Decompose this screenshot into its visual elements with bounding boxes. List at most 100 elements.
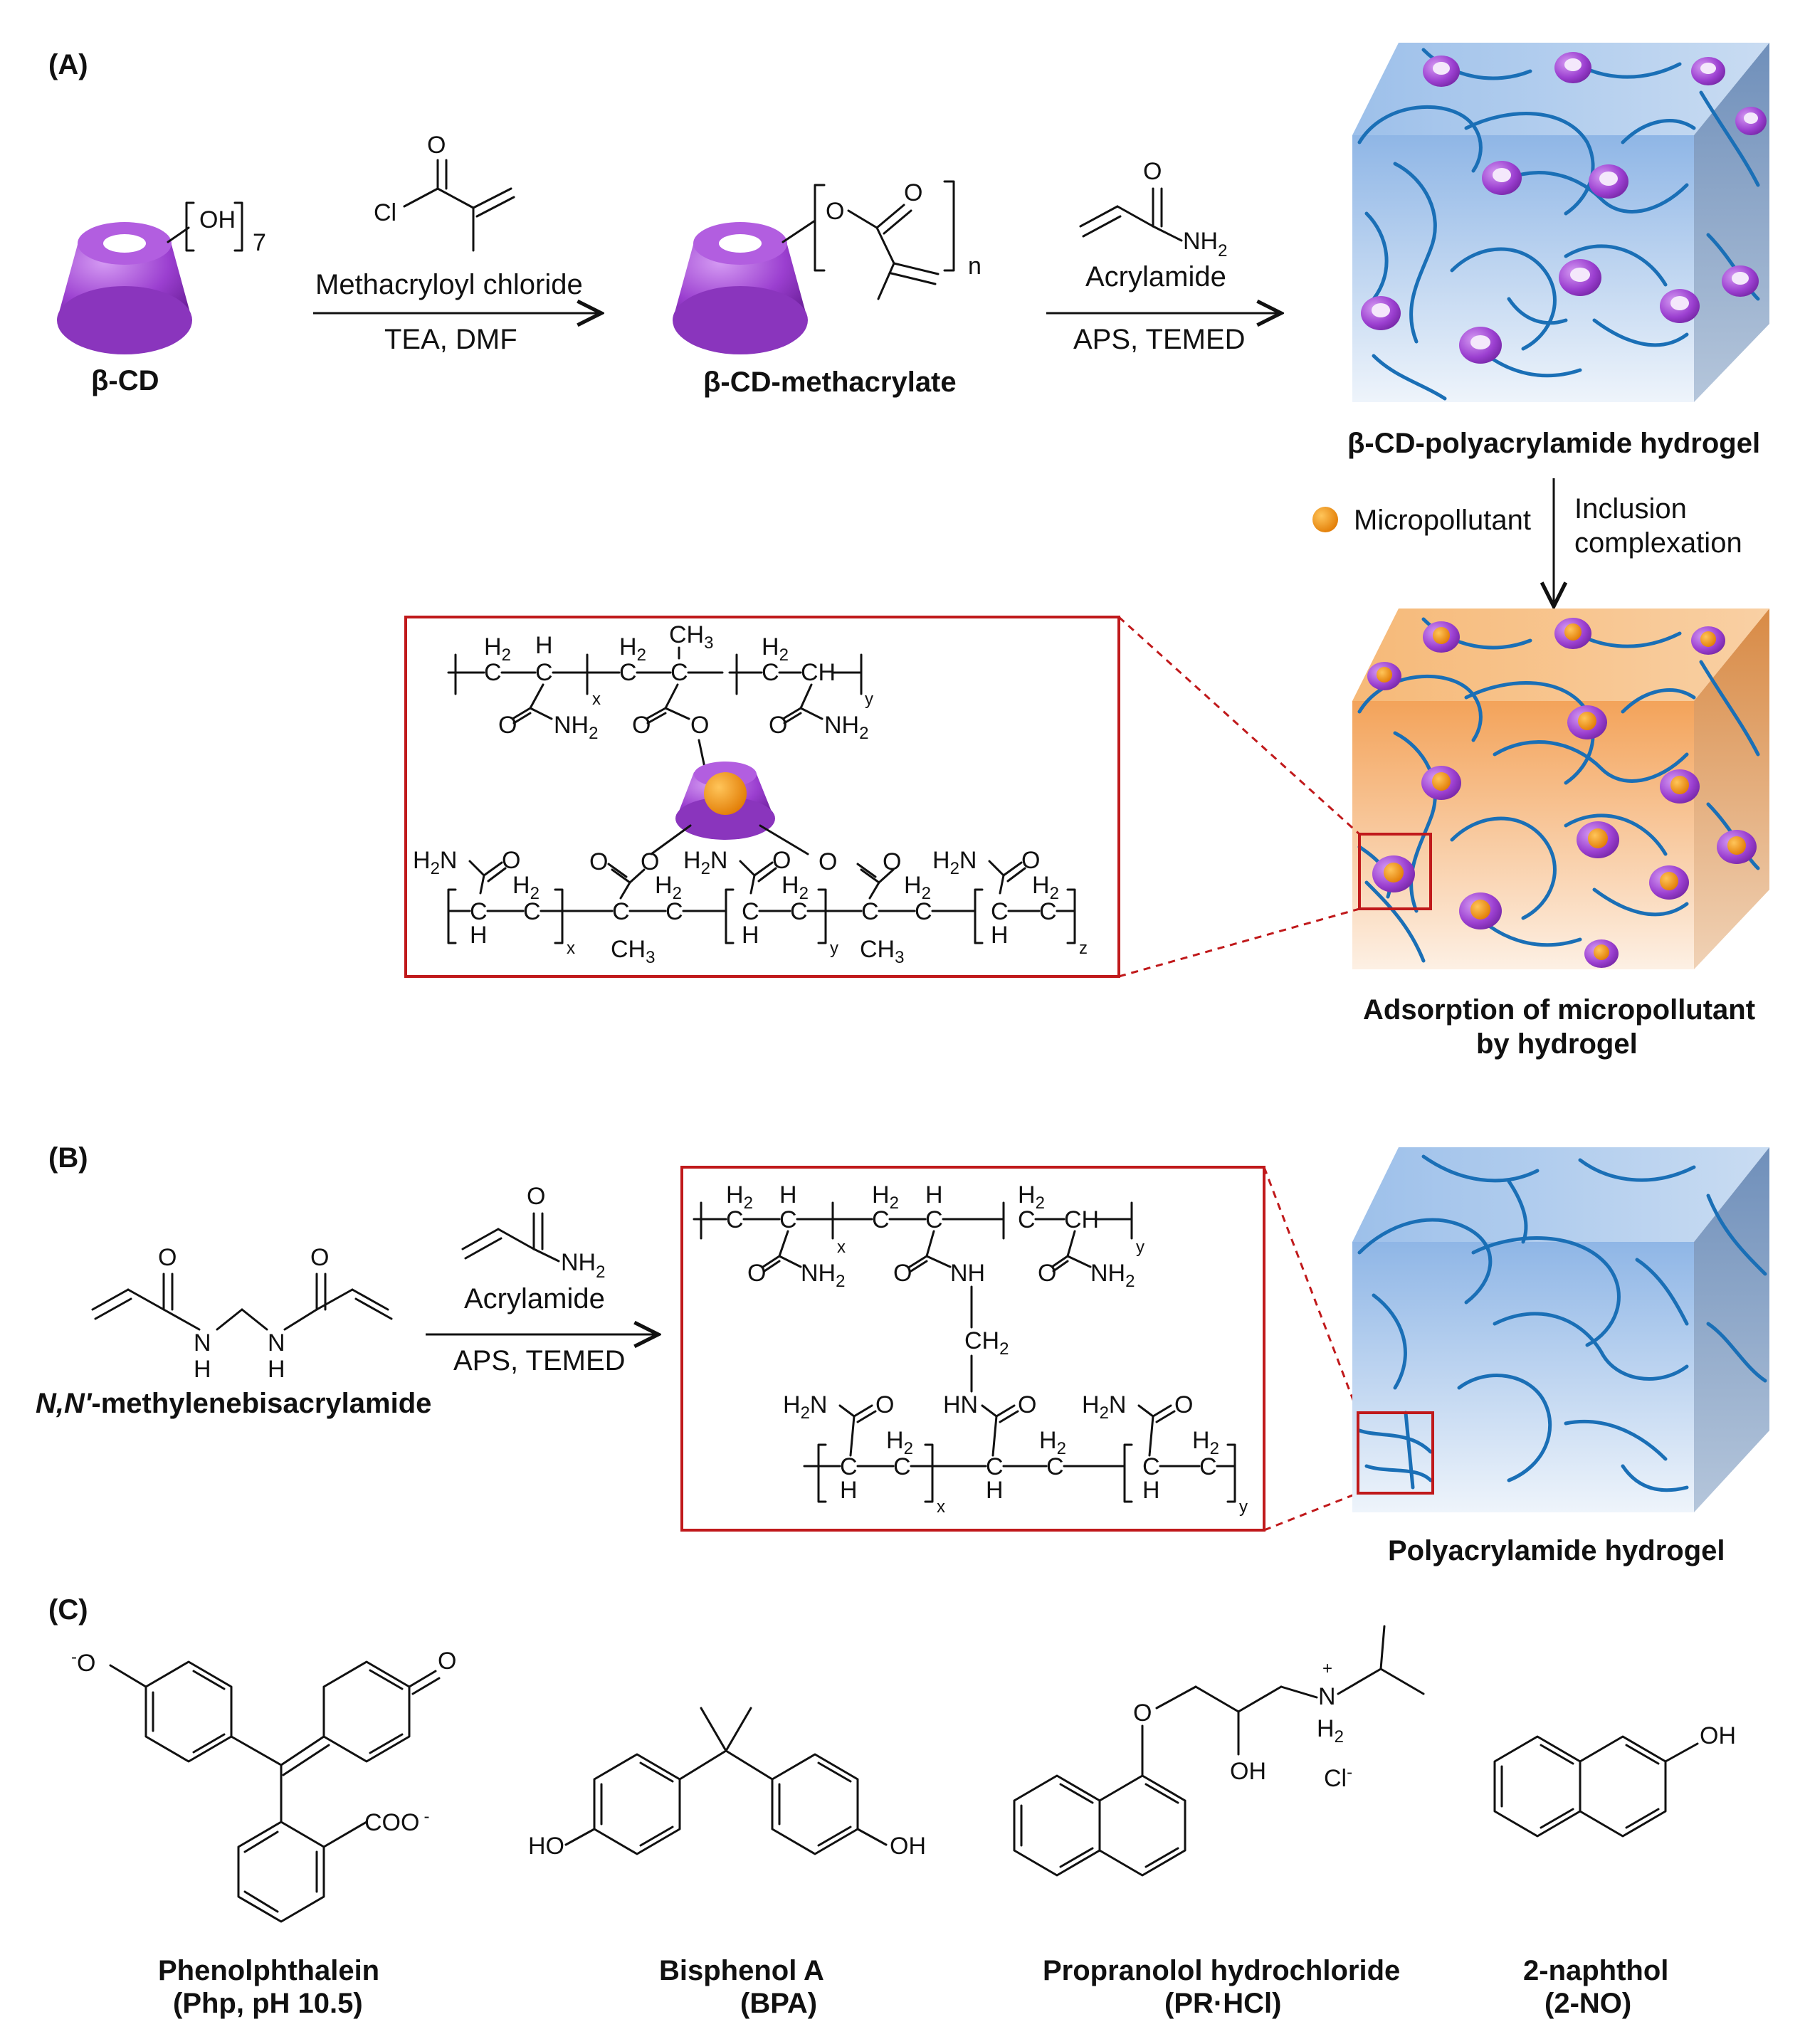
svg-text:C: C [872,1206,890,1233]
bcd-oh: OH [199,206,236,233]
pam-hydrogel-chains [1357,1154,1767,1492]
svg-text:CH: CH [1064,1206,1099,1233]
svg-text:C: C [1199,1453,1217,1480]
acrylamide-structure-b: O NH2 [461,1183,605,1282]
svg-text:Cl-: Cl- [1324,1763,1352,1792]
svg-text:C: C [742,898,759,925]
inset-a-top-chain: C H2 C H x O NH2 C H2 C CH3 O [447,621,873,769]
svg-text:CH: CH [801,659,836,686]
inclusion-line2: complexation [1574,527,1742,559]
svg-text:NH2: NH2 [561,1249,605,1282]
svg-text:C: C [1142,1453,1160,1480]
inset-b-bottom-chain: H2N O C H H2 C x C H H2 C H2N [783,1391,1248,1517]
svg-text:H2N: H2N [1082,1391,1126,1423]
naphthol-structure: OH [1493,1722,1736,1838]
product1-name: β-CD-methacrylate [703,367,957,398]
step-b-conditions: APS, TEMED [453,1345,626,1376]
bpa-structure: HO OH [528,1707,926,1860]
svg-text:H2: H2 [904,872,931,903]
svg-text:OH: OH [890,1833,926,1860]
svg-text:C: C [925,1206,943,1233]
svg-text:C: C [484,659,502,686]
svg-text:H2N: H2N [783,1391,827,1423]
svg-text:-O: -O [71,1648,95,1677]
svg-text:O: O [632,712,651,739]
svg-text:H: H [742,922,759,949]
svg-text:C: C [1018,1206,1036,1233]
zoom-line-b-bottom [1263,1492,1359,1532]
svg-text:H2N: H2N [413,847,457,878]
methacrylate-structure: O O n [782,179,982,300]
svg-text:C: C [915,898,932,925]
svg-text:O: O [690,712,709,739]
mba-structure: O N H N H O [91,1244,393,1383]
svg-text:O: O [883,848,901,875]
svg-text:H: H [986,1477,1004,1504]
step2-conditions: APS, TEMED [1073,324,1246,355]
svg-text:y: y [830,939,838,958]
svg-text:H2: H2 [762,633,789,665]
svg-text:O: O [438,1648,456,1675]
svg-text:H2N: H2N [683,847,727,878]
bcd-name: β-CD [91,365,159,396]
svg-text:COO-: COO- [364,1807,429,1836]
svg-text:C: C [790,898,808,925]
methacryloyl-chloride-structure: Cl O [374,132,515,252]
svg-text:O: O [1018,1391,1036,1418]
bcd-hydrogel-chains [1357,48,1760,401]
svg-text:CH2: CH2 [964,1327,1009,1359]
panel-label-a: (A) [48,49,88,80]
inset-b: C H2 C H x O NH2 C H2 C H O N [680,1166,1265,1532]
bcd-hydrogel-cd-units [1361,52,1767,364]
svg-text:NH2: NH2 [554,712,598,743]
svg-text:y: y [1136,1238,1144,1257]
svg-text:C: C [470,898,488,925]
pr-name: Propranolol hydrochloride [1043,1955,1400,1986]
step1-reagent: Methacryloyl chloride [315,269,583,300]
mba-name: N,N'-methylenebisacrylamide [36,1388,431,1419]
zoom-line-a-top [1117,616,1361,836]
bcd-subscript: 7 [253,229,266,256]
svg-text:H: H [1142,1477,1160,1504]
svg-text:H2: H2 [1039,1427,1066,1458]
svg-text:O: O [1038,1260,1056,1287]
svg-text:CH3: CH3 [860,936,904,967]
pam-hydrogel-name: Polyacrylamide hydrogel [1388,1535,1725,1566]
svg-text:O: O [875,1391,894,1418]
pam-hydrogel-cube [1352,1147,1769,1512]
svg-text:O: O [158,1244,177,1271]
zoom-line-b-top [1263,1166,1359,1413]
svg-text:O: O [769,712,787,739]
micropollutant-legend: Micropollutant [1312,505,1531,536]
bpa-name: Bisphenol A [659,1955,824,1986]
adsorbed-line2: by hydrogel [1476,1028,1638,1060]
svg-text:NH2: NH2 [1090,1260,1135,1291]
svg-text:H2: H2 [872,1181,899,1213]
svg-text:C: C [726,1206,744,1233]
php-abbr: (Php, pH 10.5) [173,1988,363,2019]
no-abbr: (2-NO) [1544,1988,1631,2019]
svg-text:C: C [523,898,541,925]
inset-b-box [680,1166,1265,1532]
svg-text:OH: OH [1230,1758,1266,1785]
svg-text:C: C [1046,1453,1064,1480]
svg-text:N: N [1318,1683,1336,1710]
svg-text:+: + [1322,1659,1332,1678]
svg-text:C: C [535,659,553,686]
svg-text:H: H [268,1356,285,1383]
svg-text:H2: H2 [1032,872,1059,903]
svg-text:O: O [1133,1700,1152,1727]
svg-text:C: C [861,898,879,925]
svg-text:H2: H2 [1317,1715,1344,1747]
inset-a-bottom-chain: H2N O C H H2 C x C CH3 O O H [413,847,1088,967]
no-name: 2-naphthol [1523,1955,1668,1986]
svg-text:H2: H2 [655,872,682,903]
svg-text:O: O [772,847,791,874]
svg-text:H2: H2 [726,1181,753,1213]
svg-text:NH2: NH2 [801,1260,845,1291]
svg-text:H2: H2 [1018,1181,1045,1213]
bcd-hydrogel-name: β-CD-polyacrylamide hydrogel [1347,428,1760,459]
svg-text:H: H [779,1181,797,1208]
svg-text:CH3: CH3 [611,936,655,967]
